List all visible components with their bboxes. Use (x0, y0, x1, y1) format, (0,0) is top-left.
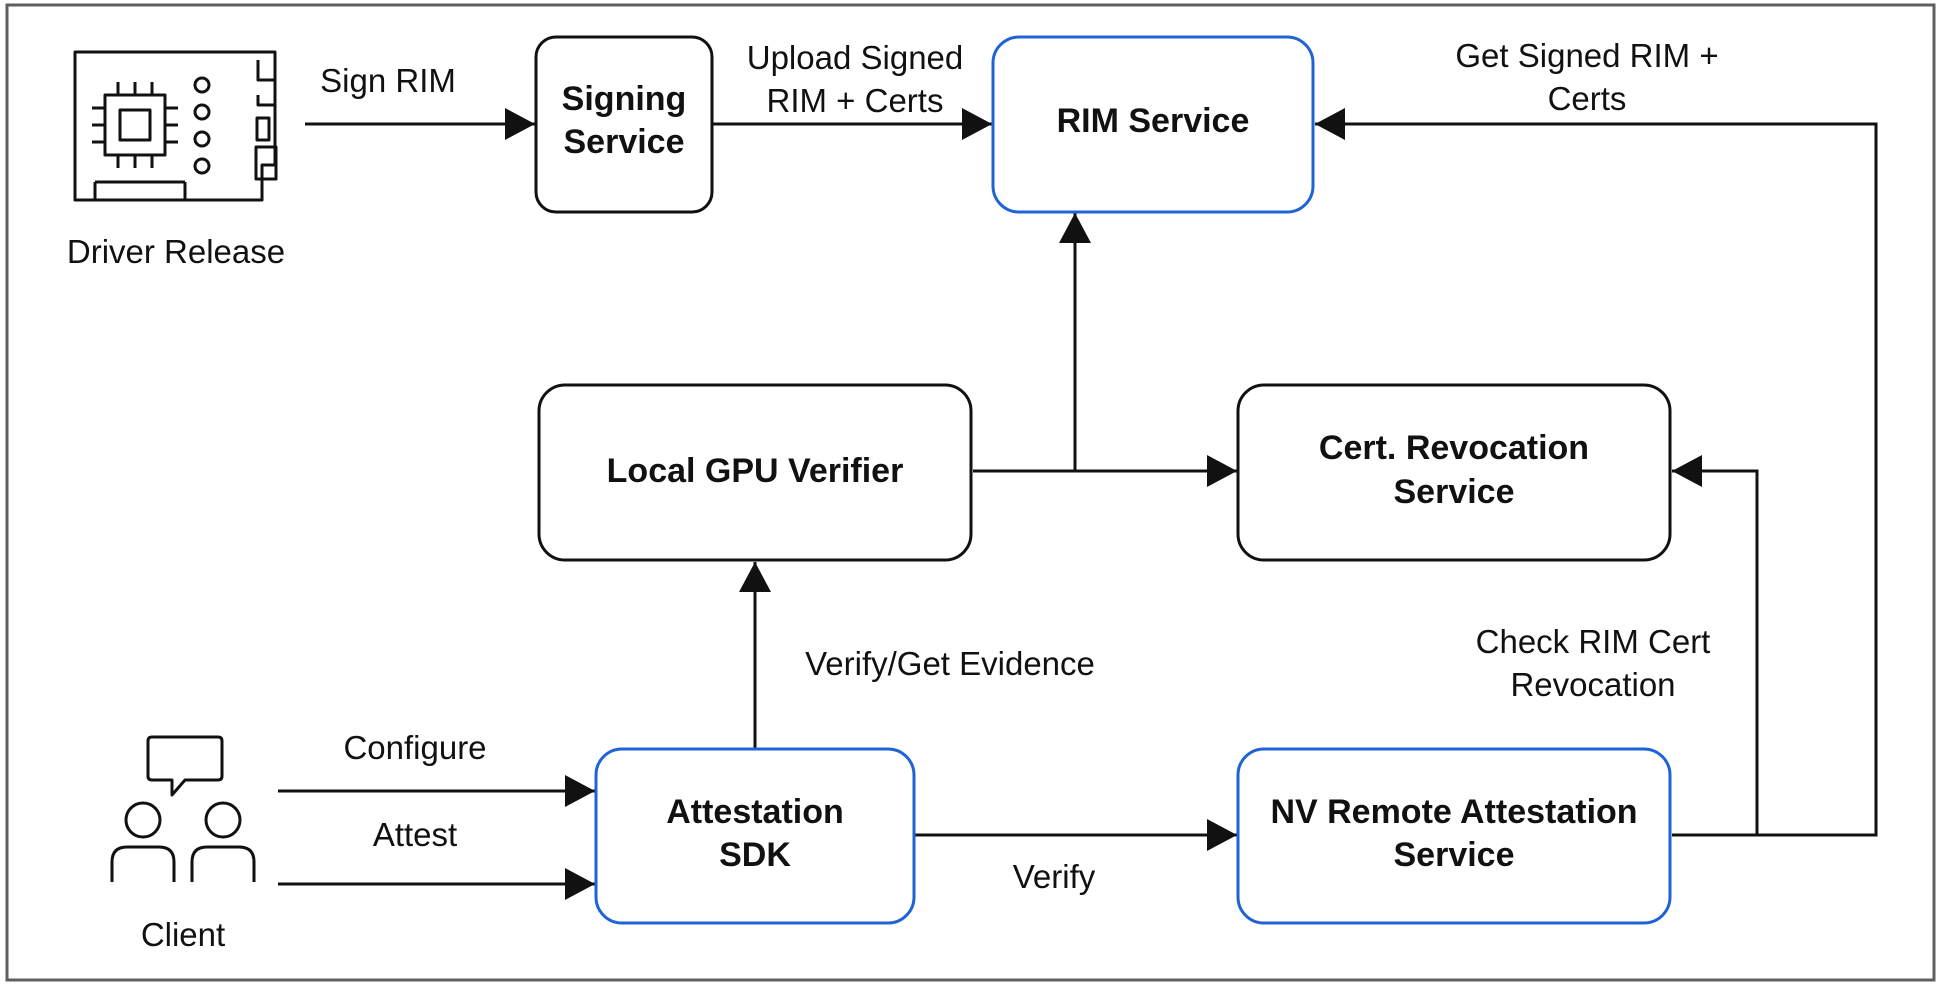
nv-remote-attestation-service-node: NV Remote Attestation Service (1236, 747, 1672, 925)
edge-label-get-signed-line2: Certs (1548, 80, 1627, 117)
cert-revocation-line2: Service (1394, 473, 1515, 511)
signing-service-node: Signing Service (534, 35, 714, 214)
signing-service-line2: Service (564, 123, 685, 161)
rim-service-node: RIM Service (991, 35, 1315, 214)
circuit-board-icon (73, 50, 278, 202)
edge-label-verify-get-evidence: Verify/Get Evidence (805, 645, 1095, 682)
edge-label-configure: Configure (343, 729, 486, 766)
two-users-chat-icon (110, 735, 256, 882)
attestation-sdk-node: Attestation SDK (594, 747, 916, 925)
edge-label-check-rim-line1: Check RIM Cert (1476, 623, 1711, 660)
cert-revocation-service-node: Cert. Revocation Service (1236, 383, 1672, 562)
edge-label-check-rim-line2: Revocation (1510, 666, 1675, 703)
edge-label-upload-line2: RIM + Certs (767, 82, 944, 119)
signing-service-line1: Signing (562, 80, 687, 118)
driver-release-label: Driver Release (67, 233, 285, 270)
edge-label-upload-line1: Upload Signed (747, 39, 964, 76)
nv-remote-attestation-line1: NV Remote Attestation (1270, 793, 1637, 831)
edge-label-attest: Attest (373, 816, 457, 853)
edge-label-sign-rim: Sign RIM (320, 62, 456, 99)
local-gpu-verifier-label: Local GPU Verifier (607, 452, 904, 490)
local-gpu-verifier-node: Local GPU Verifier (537, 383, 973, 562)
rim-service-label: RIM Service (1057, 102, 1250, 140)
arrow-get-signed (1315, 108, 1878, 837)
cert-revocation-line1: Cert. Revocation (1319, 429, 1589, 467)
edge-label-verify: Verify (1013, 858, 1096, 895)
edge-label-get-signed-line1: Get Signed RIM + (1455, 37, 1718, 74)
attestation-sdk-line2: SDK (719, 836, 791, 874)
arrow-check-rim-cert (1672, 455, 1759, 835)
outer-frame (5, 3, 1936, 982)
client-label: Client (141, 916, 225, 953)
nv-remote-attestation-line2: Service (1394, 836, 1515, 874)
attestation-sdk-line1: Attestation (666, 793, 844, 831)
